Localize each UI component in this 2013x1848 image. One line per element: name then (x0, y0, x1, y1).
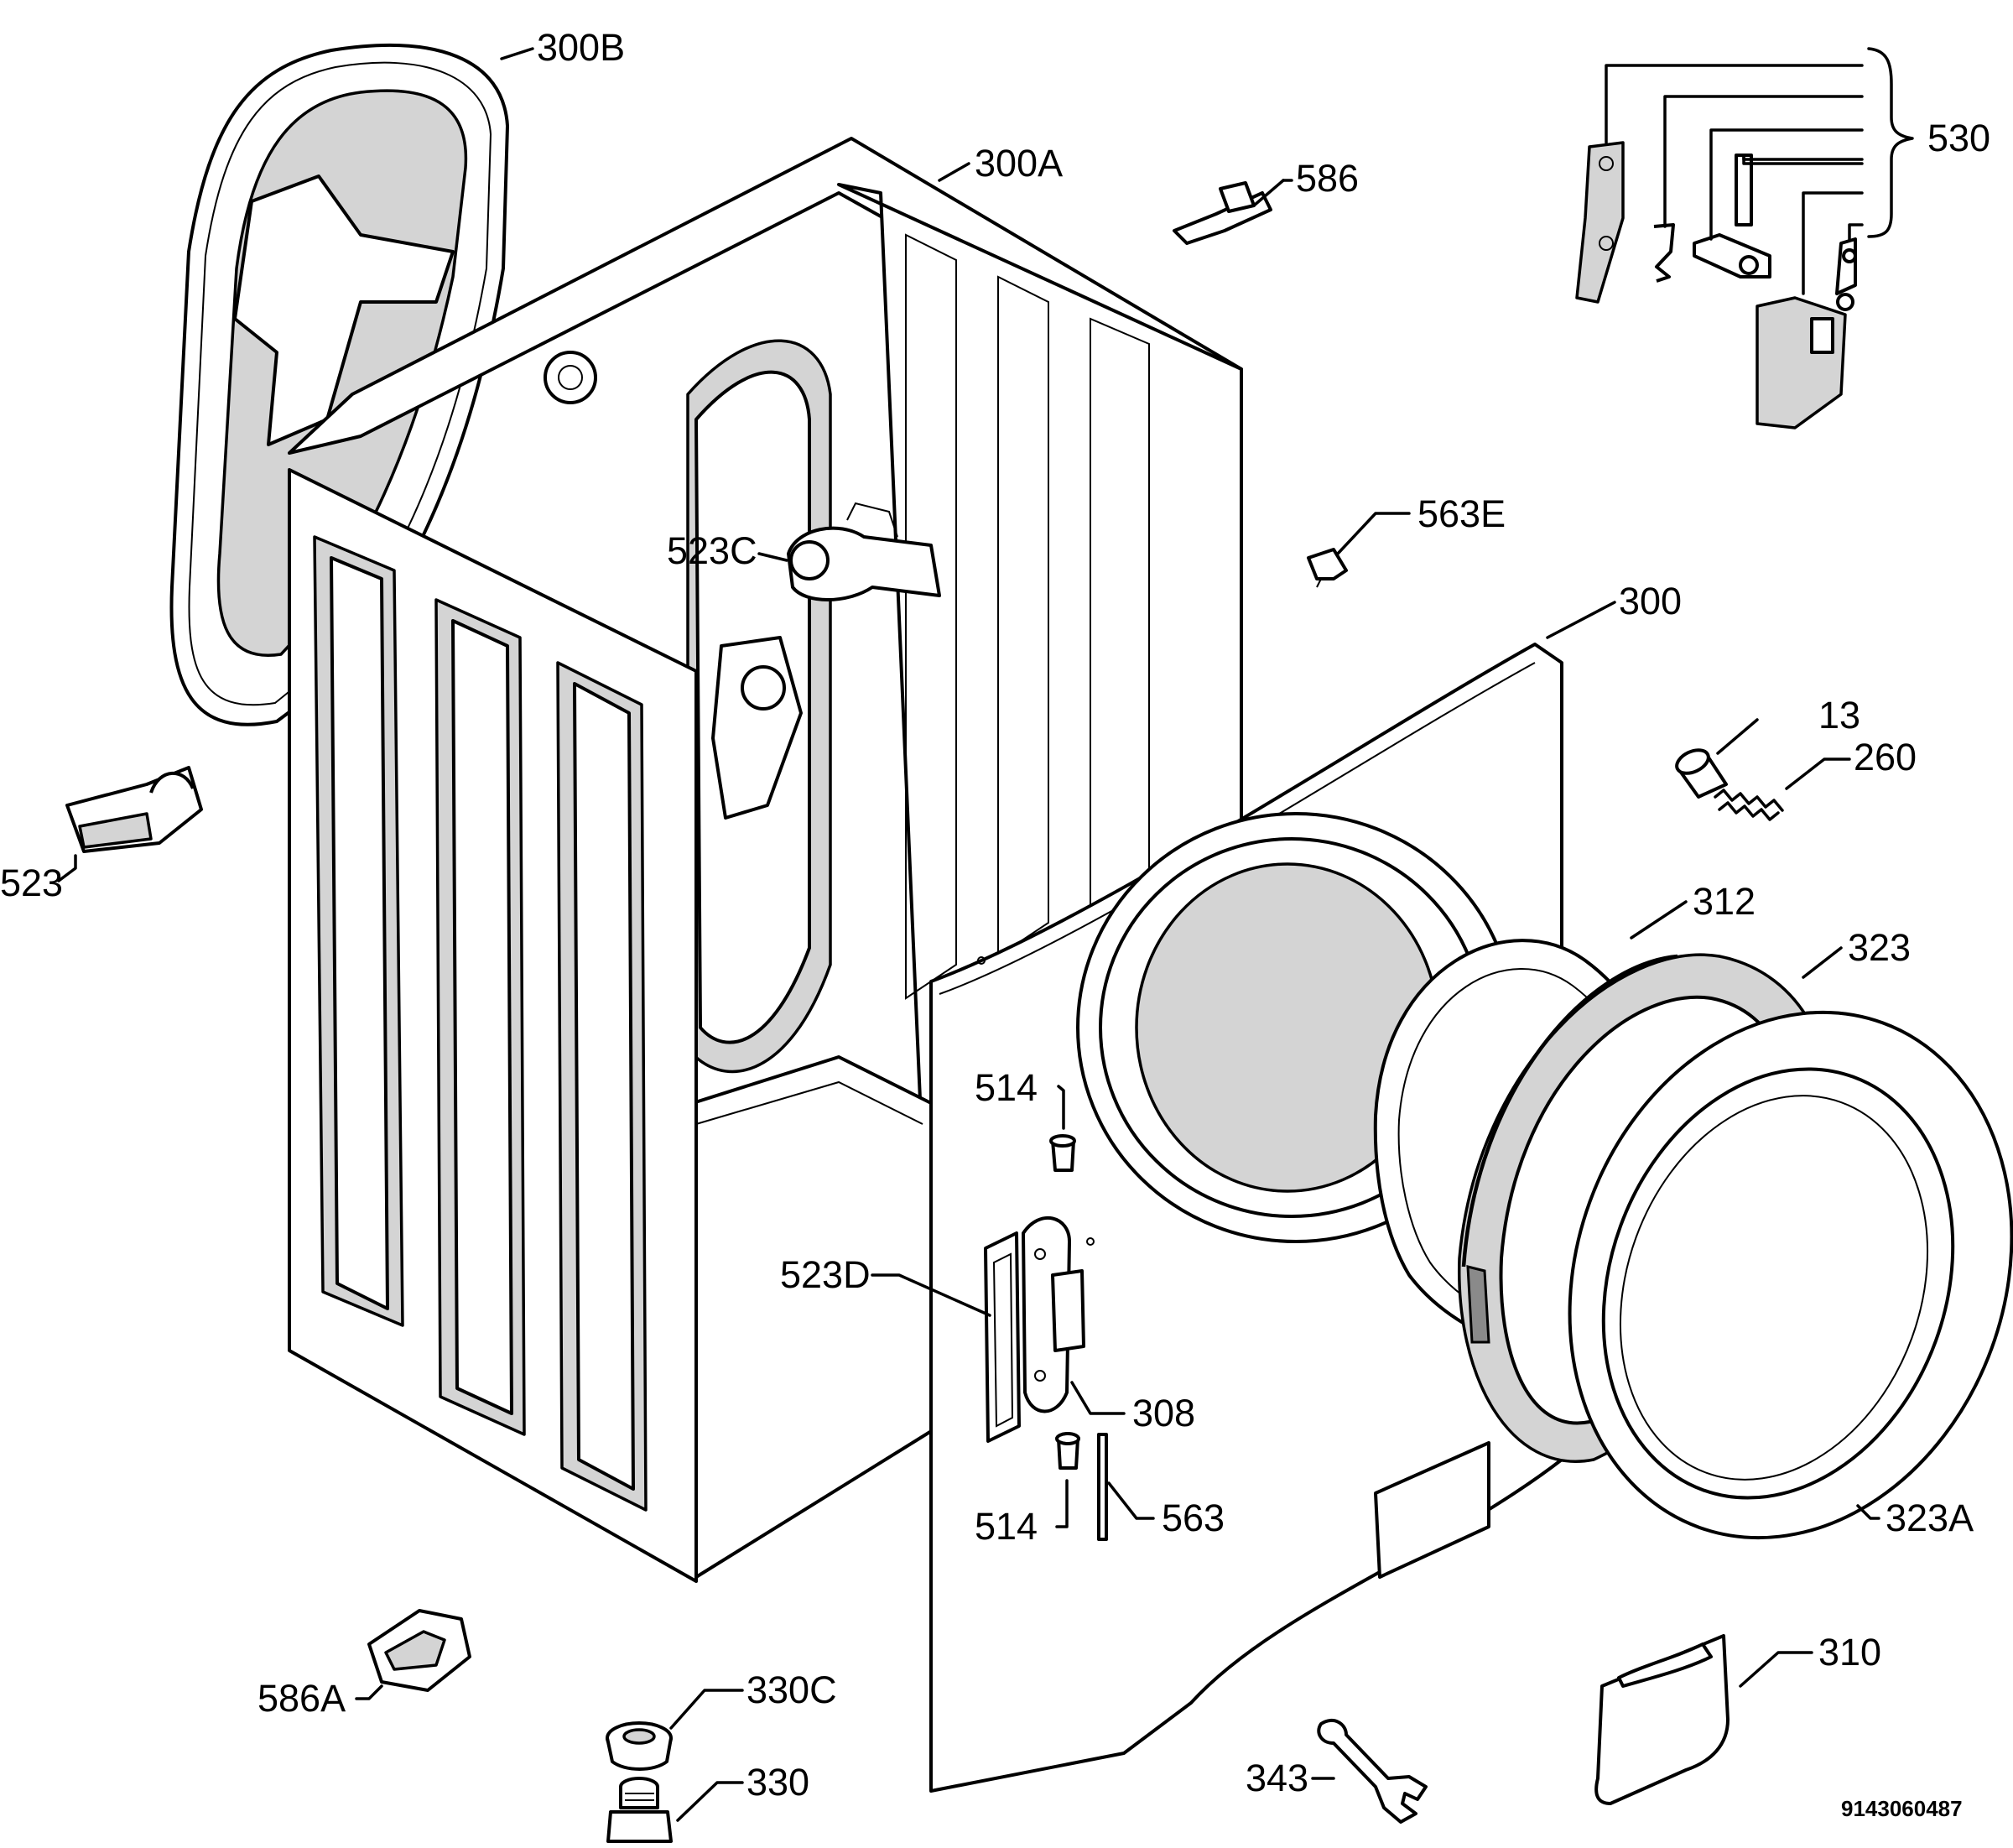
part-586-bracket (1173, 181, 1272, 245)
leader-514b (1055, 1479, 1069, 1528)
label-312: 312 (1693, 880, 1756, 923)
leader-586A (355, 1684, 383, 1700)
leader-13 (1716, 718, 1759, 755)
leader-312 (1630, 900, 1688, 940)
part-523C-hose-clip (787, 502, 941, 601)
part-330C-nut (606, 1721, 673, 1771)
part-13-bushing (1675, 748, 1728, 799)
label-308: 308 (1132, 1392, 1195, 1434)
part-308-hinge (1022, 1216, 1085, 1413)
label-563: 563 (1162, 1497, 1225, 1539)
part-586A-bracket (367, 1609, 471, 1692)
leader-330 (676, 1781, 744, 1822)
leader-300 (1546, 601, 1616, 639)
part-563E-connector (1307, 548, 1348, 588)
part-330-foot (606, 1777, 673, 1843)
label-13: 13 (1818, 694, 1860, 737)
label-586A: 586A (257, 1677, 346, 1720)
leader-523D (871, 1273, 991, 1317)
leader-260 (1785, 757, 1851, 790)
leader-523 (57, 854, 77, 882)
label-323A: 323A (1886, 1497, 1974, 1539)
leader-563 (1107, 1481, 1155, 1520)
leader-523C (757, 552, 788, 562)
leader-308 (1070, 1381, 1126, 1415)
part-514-screw-bottom (1055, 1432, 1080, 1470)
part-523D-lock-plate (984, 1231, 1021, 1443)
label-514a: 514 (975, 1066, 1038, 1109)
leader-563E (1336, 512, 1411, 555)
label-530: 530 (1927, 117, 1990, 159)
document-number: 9143060487 (1841, 1796, 1963, 1821)
part-323A-outer-ring (1568, 1010, 2013, 1540)
label-523C: 523C (667, 529, 757, 572)
leaders-530 (1605, 47, 1914, 295)
label-260: 260 (1854, 736, 1917, 778)
label-330: 330 (746, 1761, 809, 1804)
label-310: 310 (1818, 1631, 1881, 1674)
part-514-screw-top (1049, 1134, 1076, 1172)
label-300B: 300B (537, 26, 625, 69)
leader-330C (669, 1689, 744, 1730)
label-300: 300 (1619, 580, 1682, 622)
leader-300B (500, 47, 534, 60)
part-563-pin (1097, 1433, 1108, 1541)
label-323: 323 (1848, 926, 1911, 969)
part-300A-cabinet (288, 137, 1243, 1583)
part-260-spring (1714, 789, 1784, 821)
label-523D: 523D (780, 1253, 871, 1296)
label-330C: 330C (746, 1668, 837, 1711)
leader-323A (1856, 1504, 1880, 1520)
leader-300A (938, 162, 970, 182)
leader-586a (1252, 179, 1285, 207)
leader-514a (1057, 1085, 1065, 1130)
part-523-clip (65, 766, 203, 853)
part-343-wrench (1317, 1718, 1428, 1824)
label-523: 523 (0, 862, 63, 904)
label-343: 343 (1246, 1757, 1308, 1799)
label-586: 586 (1296, 157, 1359, 200)
leader-323 (1802, 946, 1843, 979)
label-300A: 300A (975, 142, 1063, 185)
part-530-lock-set (1575, 141, 1857, 429)
label-563E: 563E (1417, 492, 1506, 535)
label-514b: 514 (975, 1505, 1038, 1548)
part-310-flap (1594, 1634, 1730, 1805)
leader-310 (1739, 1651, 1813, 1688)
